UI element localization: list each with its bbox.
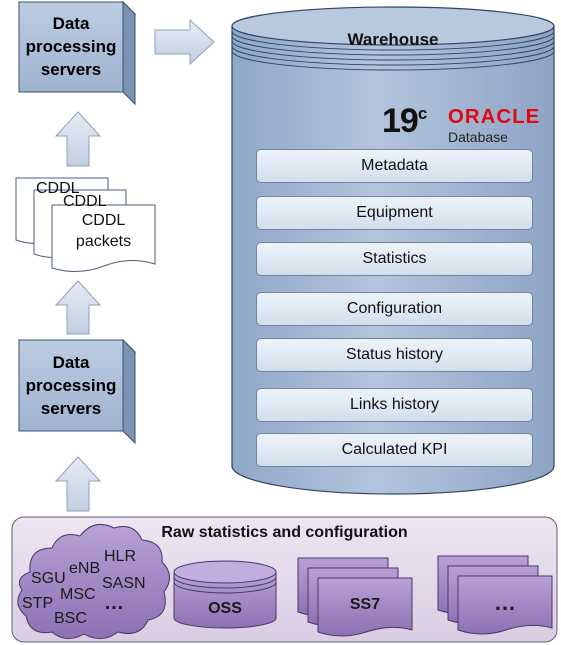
cddl-middle-label: CDDL bbox=[63, 193, 107, 210]
db-version: 19c bbox=[382, 102, 428, 140]
arrow-up-icon bbox=[54, 456, 102, 512]
more-label: … bbox=[494, 590, 516, 615]
cloud-label-sgu: SGU bbox=[31, 570, 66, 587]
cloud-label-enb: eNB bbox=[69, 560, 101, 577]
cloud-label-msc: MSC bbox=[60, 586, 96, 603]
cddl-back-label: CDDL bbox=[36, 180, 80, 197]
oracle-database-label: Database bbox=[448, 129, 508, 145]
ss7-label: SS7 bbox=[349, 596, 381, 613]
layer-status-history: Status history bbox=[256, 338, 533, 372]
layer-equipment: Equipment bbox=[256, 196, 533, 230]
cloud-label-sasn: SASN bbox=[102, 575, 146, 592]
server-box-top bbox=[17, 0, 137, 106]
layer-links-history: Links history bbox=[256, 388, 533, 422]
network-elements-cloud bbox=[17, 523, 170, 639]
db-version-suffix: c bbox=[417, 104, 428, 123]
more-stack bbox=[437, 555, 553, 635]
layer-calculated-kpi: Calculated KPI bbox=[256, 433, 533, 467]
oss-cylinder bbox=[173, 560, 277, 629]
oss-label: OSS bbox=[208, 600, 242, 617]
raw-panel-title: Raw statistics and configuration bbox=[161, 524, 408, 541]
arrow-up-icon bbox=[54, 280, 102, 335]
layer-statistics: Statistics bbox=[256, 242, 533, 276]
layer-metadata: Metadata bbox=[256, 149, 533, 183]
warehouse-title: Warehouse bbox=[347, 30, 439, 49]
arrow-up-icon bbox=[54, 111, 102, 167]
ss7-stack bbox=[297, 557, 413, 637]
cloud-label-bsc: BSC bbox=[54, 610, 87, 627]
cloud-label-stp: STP bbox=[22, 595, 54, 612]
server-box-bottom bbox=[17, 338, 137, 445]
oracle-badge: 19c ORACLE Database bbox=[382, 102, 552, 146]
arrow-right-icon bbox=[154, 18, 215, 66]
cloud-label-more: … bbox=[104, 592, 124, 614]
oracle-logo: ORACLE bbox=[448, 106, 541, 128]
layer-configuration: Configuration bbox=[256, 292, 533, 326]
cddl-documents bbox=[15, 177, 156, 272]
cloud-label-hlr: HLR bbox=[104, 548, 137, 565]
